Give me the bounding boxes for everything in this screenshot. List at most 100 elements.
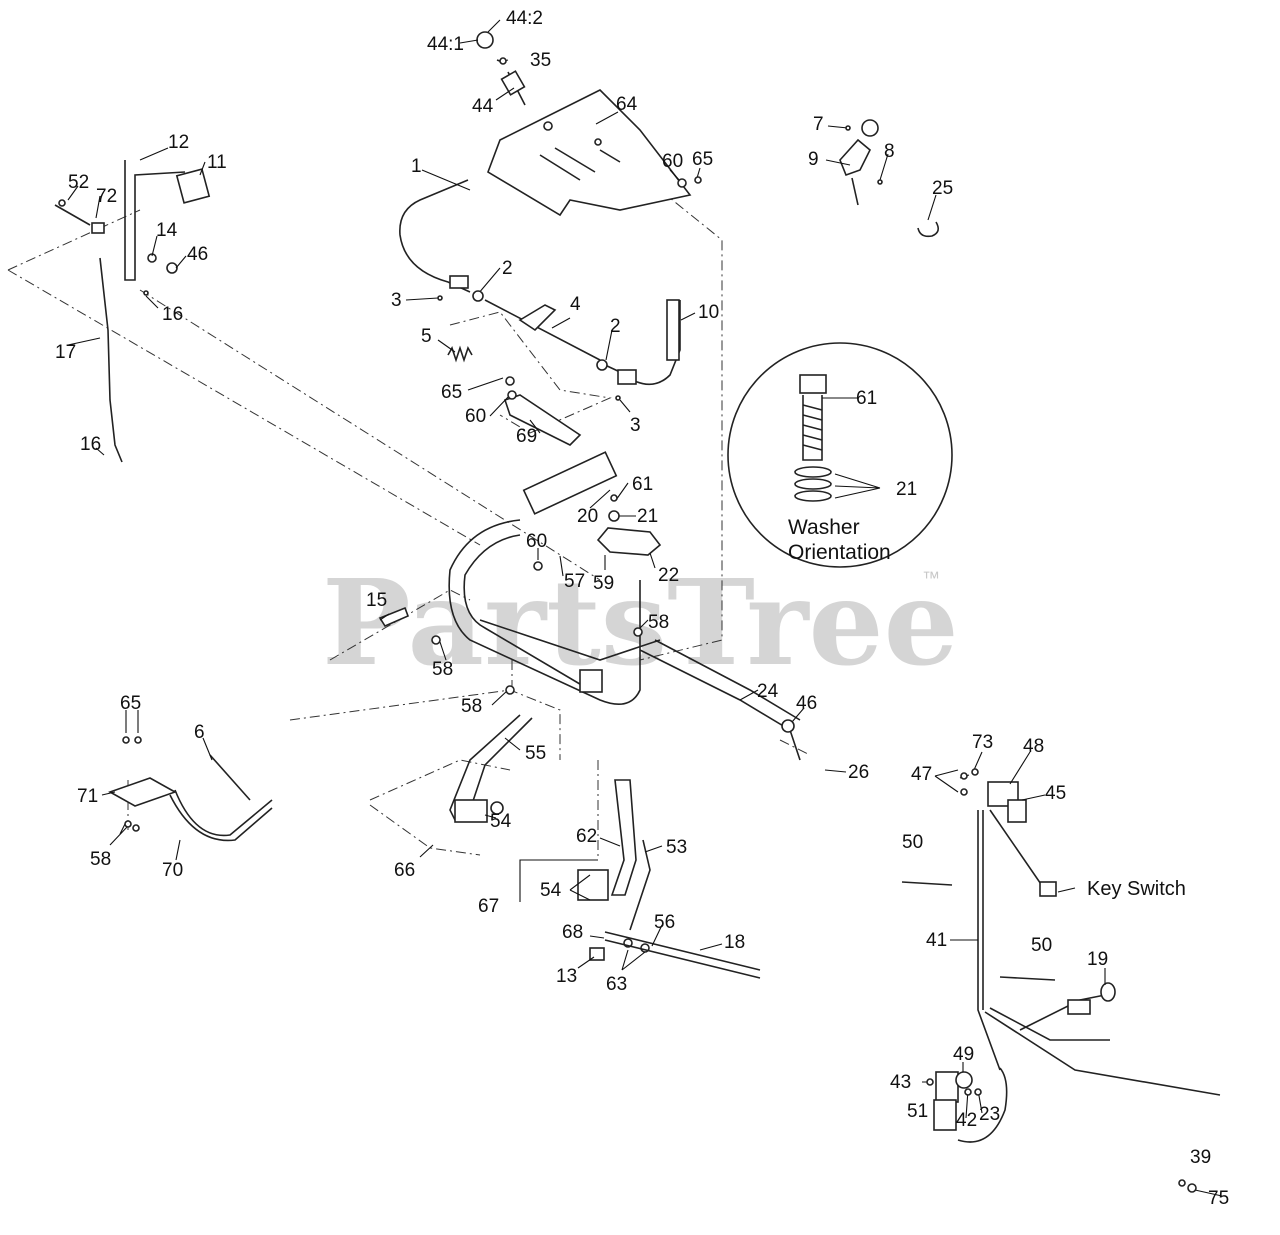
- part-4-rod: [484, 299, 601, 361]
- callout: 1: [411, 156, 422, 177]
- callout: 75: [1208, 1188, 1229, 1209]
- part-7-8-9-throttle: [839, 119, 879, 206]
- callout: 44: [472, 96, 494, 117]
- callout: 6: [194, 722, 205, 743]
- callout: 22: [658, 565, 679, 586]
- callout: 26: [848, 762, 869, 783]
- callout: 49: [953, 1044, 974, 1065]
- callout: 64: [616, 94, 638, 115]
- callout: 11: [207, 152, 227, 173]
- part-17-rod: [99, 257, 123, 463]
- callout: 73: [972, 732, 993, 753]
- key-switch-label: Key Switch: [1087, 878, 1186, 900]
- callout: 52: [68, 172, 89, 193]
- callout: 17: [55, 342, 76, 363]
- part-10-cable: [604, 299, 681, 386]
- callout: 16: [80, 434, 101, 455]
- callout: 65: [120, 693, 141, 714]
- fasteners: [58, 57, 1197, 1193]
- part-19-grommet: [1100, 982, 1116, 1002]
- callout: 41: [926, 930, 947, 951]
- callout: 60: [465, 406, 486, 427]
- inset-label-line-2: Orientation: [788, 541, 891, 564]
- part-24-frame: [448, 519, 801, 761]
- callout: 54: [490, 811, 512, 832]
- part-62-lever: [577, 779, 651, 931]
- part-18-rod: [589, 931, 761, 979]
- part-48-switch-block: [987, 781, 1027, 823]
- callout: 20: [577, 506, 598, 527]
- callout: 23: [979, 1104, 1000, 1125]
- callout: 60: [662, 151, 683, 172]
- callout: 25: [932, 178, 953, 199]
- part-1-cable: [399, 179, 471, 293]
- callout: 5: [421, 326, 432, 347]
- callout: 71: [77, 786, 98, 807]
- callout: 2: [610, 316, 621, 337]
- callout: 35: [530, 50, 551, 71]
- callout: 10: [698, 302, 719, 323]
- part-70-71-pedal: [108, 754, 273, 842]
- part-50-bars: [901, 881, 1056, 981]
- callout: 19: [1087, 949, 1108, 970]
- callout: 60: [526, 531, 547, 552]
- callout: 61: [632, 474, 653, 495]
- callout: 47: [911, 764, 932, 785]
- callout: 63: [606, 974, 627, 995]
- callout: 50: [1031, 935, 1052, 956]
- callout: 2: [502, 258, 513, 279]
- callout: 46: [796, 693, 817, 714]
- callout: 16: [162, 304, 183, 325]
- callout: 21: [637, 506, 658, 527]
- part-12-11-pedal: [54, 160, 211, 281]
- callout: 51: [907, 1101, 928, 1122]
- callout: 46: [187, 244, 208, 265]
- callout: 59: [593, 573, 614, 594]
- callout: 45: [1045, 783, 1066, 804]
- inset-label-line-1: Washer: [788, 516, 860, 539]
- callout-labels: 44:2 44:1 35 44 64 60 65 1 12 11 52 72 1…: [55, 8, 1229, 1209]
- washer-orientation-inset: [727, 342, 953, 568]
- callout: 4: [570, 294, 581, 315]
- assembly-lines: [7, 189, 811, 860]
- leader-lines: [67, 19, 1223, 1197]
- part-20-grip: [522, 451, 618, 515]
- callout: 67: [478, 896, 499, 917]
- callout: 8: [884, 141, 895, 162]
- part-15-bolt: [378, 606, 410, 628]
- callout: 3: [391, 290, 402, 311]
- callout: 3: [630, 415, 641, 436]
- callout: 57: [564, 571, 585, 592]
- part-69-bracket: [503, 394, 582, 446]
- callout: 21: [896, 479, 917, 500]
- callout: 55: [525, 743, 546, 764]
- part-22-switch: [596, 527, 662, 556]
- part-55-handle: [449, 714, 533, 823]
- callout: 61: [856, 388, 877, 409]
- callout: 66: [394, 860, 415, 881]
- callout: 72: [96, 186, 117, 207]
- callout: 24: [757, 681, 779, 702]
- callout: 58: [461, 696, 482, 717]
- part-5-spring: [447, 345, 473, 363]
- callout: 69: [516, 426, 537, 447]
- callout: 43: [890, 1072, 911, 1093]
- part-25-clip: [917, 221, 940, 238]
- callout: 65: [441, 382, 462, 403]
- callout: 44:2: [506, 8, 543, 29]
- callout: 12: [168, 132, 189, 153]
- part-64-control-panel: [487, 89, 692, 217]
- callout: 42: [956, 1110, 977, 1131]
- callout: 44:1: [427, 34, 464, 55]
- callout: 13: [556, 966, 577, 987]
- callout: 70: [162, 860, 183, 881]
- callout: 14: [156, 220, 178, 241]
- callout: 18: [724, 932, 745, 953]
- callout: 15: [366, 590, 387, 611]
- callout: 39: [1190, 1147, 1211, 1168]
- part-44-knob: [476, 31, 526, 106]
- callout: 58: [432, 659, 453, 680]
- part-41-harness: [977, 809, 1221, 1096]
- callout: 7: [813, 114, 824, 135]
